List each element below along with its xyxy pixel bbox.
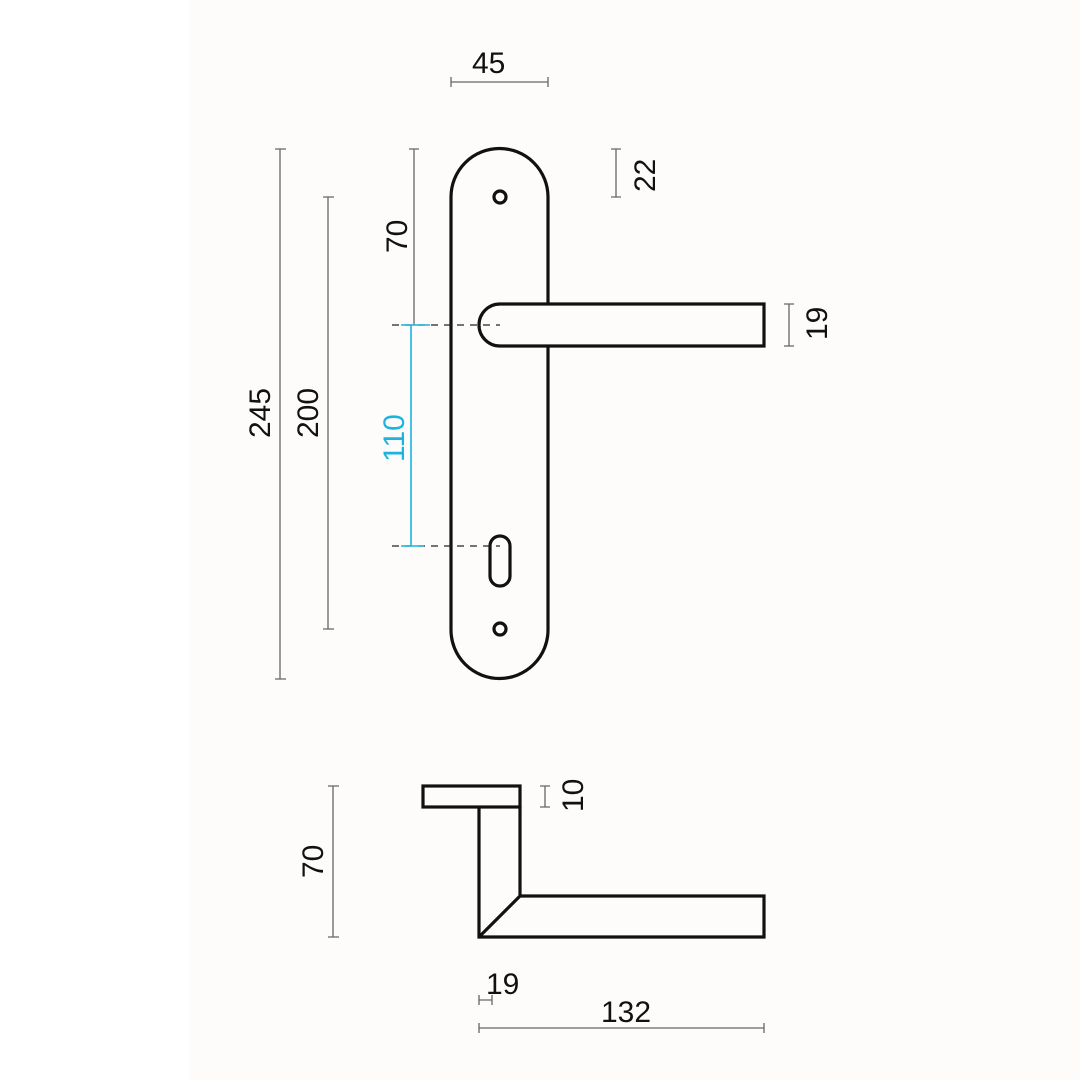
dimension-45: 45 xyxy=(450,47,549,87)
screw-hole-bottom xyxy=(492,621,508,637)
dimension-label: 200 xyxy=(292,388,325,438)
dimension-22: 22 xyxy=(611,148,662,198)
dimension-label: 45 xyxy=(472,47,505,80)
dimension-70-side: 70 xyxy=(297,785,339,938)
dimension-70-top: 70 xyxy=(381,148,419,325)
dimension-label: 19 xyxy=(486,968,519,1001)
keyhole-slot xyxy=(488,534,512,588)
dimension-19-lever: 19 xyxy=(784,303,834,347)
dimension-label: 132 xyxy=(601,996,651,1029)
drawing-background xyxy=(190,0,1080,1080)
dimension-label: 10 xyxy=(557,779,590,812)
backplate-outline xyxy=(449,146,550,681)
dimension-label: 22 xyxy=(629,159,662,192)
dimension-10: 10 xyxy=(540,779,590,812)
dimension-245: 245 xyxy=(244,148,286,680)
side-lever-outline xyxy=(477,807,766,939)
screw-hole-top xyxy=(492,189,508,205)
dimension-label: 245 xyxy=(244,388,277,438)
side-view xyxy=(421,784,766,939)
dimension-200: 200 xyxy=(292,196,334,630)
rose-outline xyxy=(421,784,522,809)
dimension-19-side: 19 xyxy=(478,968,519,1005)
dimension-132: 132 xyxy=(478,996,765,1033)
dimension-label: 70 xyxy=(297,845,330,878)
lever-outline xyxy=(477,302,766,348)
dimension-110: 110 xyxy=(378,324,430,547)
dimension-label: 110 xyxy=(378,414,411,462)
dimension-label: 70 xyxy=(381,220,414,253)
dimension-label: 19 xyxy=(801,307,834,340)
